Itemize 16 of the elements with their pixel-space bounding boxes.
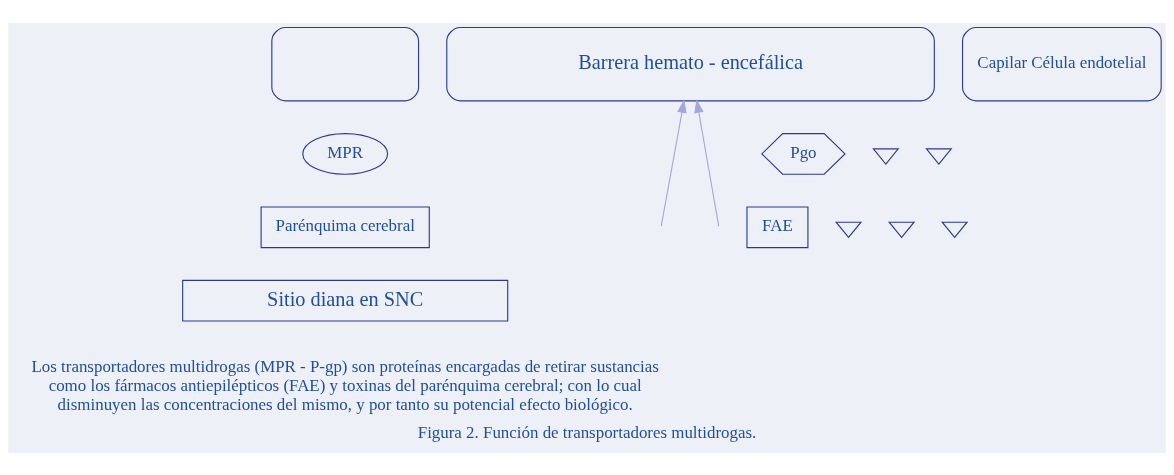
arrow xyxy=(660,98,687,227)
node-triangle xyxy=(834,221,863,238)
label: Los transportadores multidrogas (MPR - P-gp) son proteínas encargadas de retirar sustancias como los fármacos antiepilépticos (FAE) y toxinas del parénquima cerebral; con lo cual disminuyen las concentraciones del mismo, y por tanto su potencial efecto biológico. xyxy=(31,356,659,414)
node-box: FAE xyxy=(746,205,809,248)
node-box: Parénquima cerebral xyxy=(260,205,430,248)
node-triangle xyxy=(925,147,953,165)
node-box: Sitio diana en SNC xyxy=(182,279,509,321)
node-ellipse: MPR xyxy=(302,132,389,175)
node-triangle xyxy=(872,147,900,165)
caption: Figura 2. Función de transportadores multidrogas. xyxy=(417,422,757,442)
node-box xyxy=(271,26,420,101)
node-box: Barrera hemato - encefálica xyxy=(446,26,935,101)
node-triangle xyxy=(941,221,969,238)
node-triangle xyxy=(888,221,916,238)
node-box: Capilar Célula endotelial xyxy=(961,26,1162,101)
arrow xyxy=(694,98,720,227)
